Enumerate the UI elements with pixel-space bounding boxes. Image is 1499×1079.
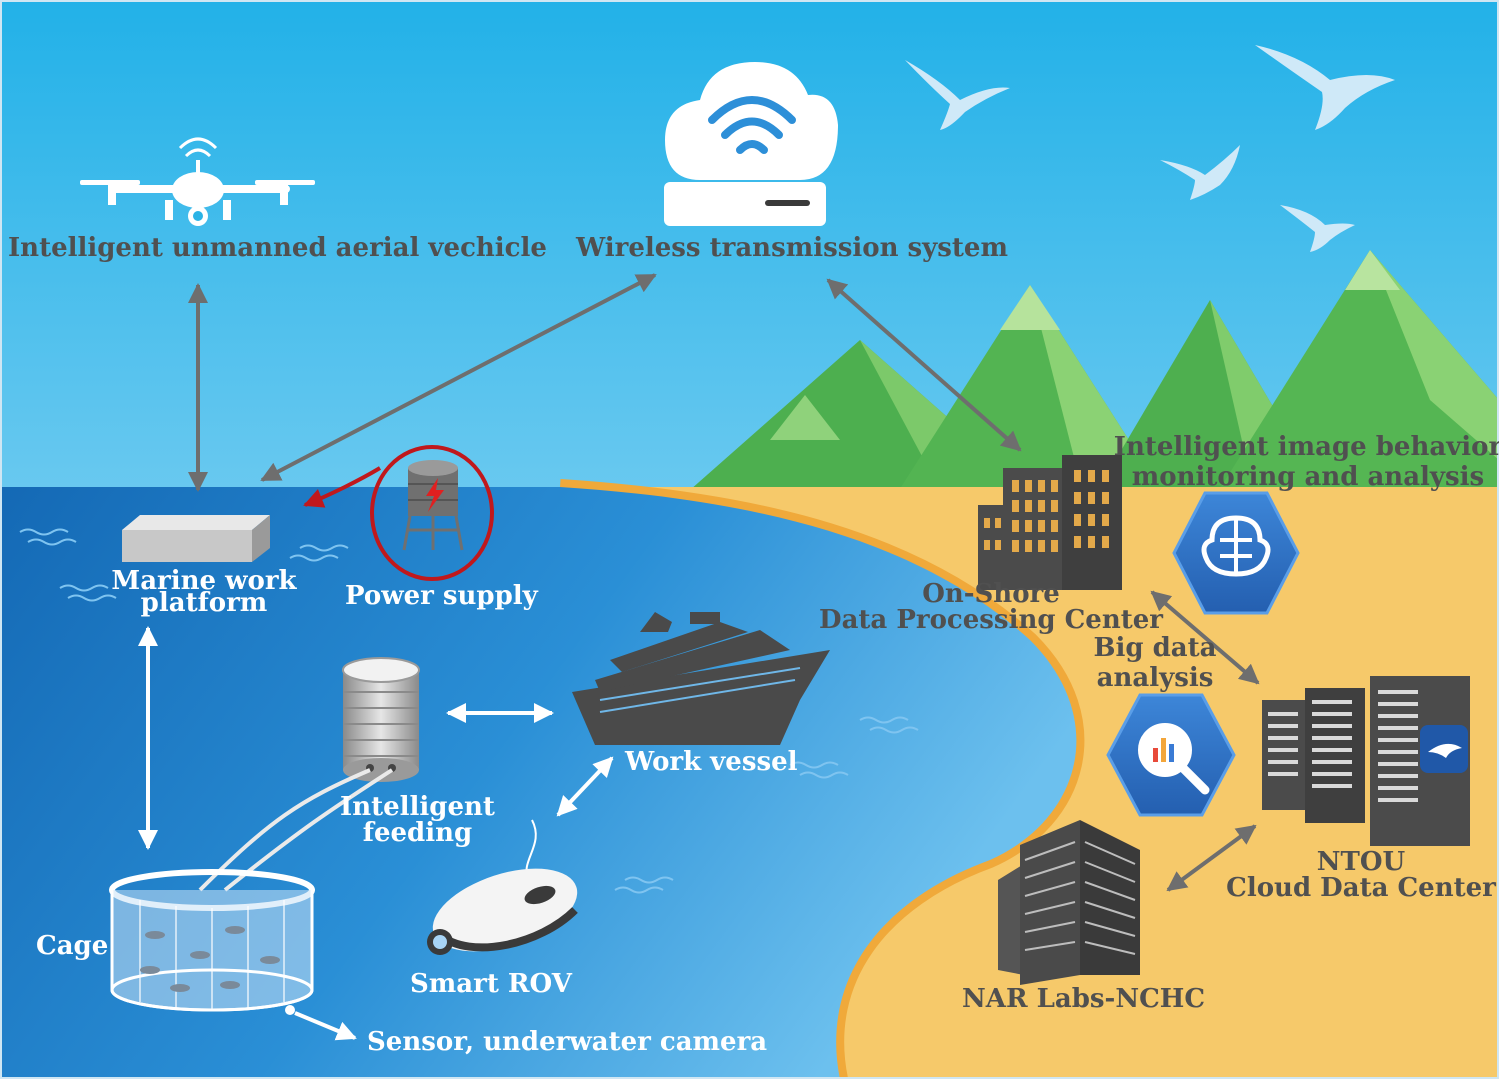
- beach: [560, 487, 1499, 1079]
- uav-label: Intelligent unmanned aerial vechicle: [8, 233, 547, 263]
- battery-tower-icon: [303, 445, 494, 581]
- connection-arrows: [188, 273, 1260, 892]
- brain-icon: [1172, 491, 1300, 615]
- sea-arrows: [138, 626, 614, 1041]
- feeding-line-1: Intelligent: [340, 792, 495, 822]
- cage-label: Cage: [36, 931, 109, 961]
- wifi-cloud-icon: [664, 62, 838, 226]
- onshore-center-label: On-Shore Data Processing Center: [819, 579, 1163, 634]
- nar-labs-label: NAR Labs-NCHC: [962, 984, 1206, 1014]
- image-analysis-line-2: monitoring and analysis: [1131, 462, 1485, 492]
- image-analysis-line-1: Intelligent image behavior: [1113, 432, 1499, 462]
- cage-icon: [109, 869, 315, 1015]
- sensor-camera-label: Sensor, underwater camera: [367, 1027, 768, 1057]
- office-building-icon: [978, 455, 1122, 590]
- smart-rov-label: Smart ROV: [410, 969, 572, 999]
- image-analysis-label: Intelligent image behavior monitoring an…: [1114, 433, 1499, 492]
- marine-platform-label: Marine work platform: [104, 567, 304, 617]
- big-data-line-1: Big data: [1093, 633, 1217, 663]
- marine-platform-line-1: Marine work: [111, 566, 297, 596]
- ntou-line-2: Cloud Data Center: [1226, 873, 1496, 903]
- onshore-line-2: Data Processing Center: [819, 605, 1163, 635]
- wave-ripples: [19, 528, 919, 894]
- magnifier-chart-icon: [1106, 693, 1236, 817]
- wireless-label: Wireless transmission system: [576, 233, 1008, 263]
- power-supply-label: Power supply: [345, 581, 538, 611]
- ntou-center-label: NTOU Cloud Data Center: [1226, 847, 1496, 903]
- onshore-line-1: On-Shore: [922, 579, 1060, 609]
- platform-icon: [122, 515, 270, 562]
- big-data-label: Big data analysis: [1088, 634, 1222, 692]
- big-data-line-2: analysis: [1096, 663, 1214, 693]
- bird-icon: [905, 45, 1395, 252]
- rov-icon: [427, 819, 578, 955]
- work-vessel-label: Work vessel: [625, 747, 798, 777]
- nar-labs-building-icon: [998, 820, 1140, 985]
- ship-icon: [572, 612, 830, 745]
- feed-tank-icon: [198, 657, 420, 892]
- marine-platform-line-2: platform: [140, 588, 268, 618]
- intelligent-feeding-label: Intelligent feeding: [330, 793, 505, 847]
- feeding-line-2: feeding: [362, 818, 473, 848]
- ntou-line-1: NTOU: [1316, 847, 1406, 877]
- drone-icon: [80, 137, 315, 226]
- server-rack-icon: [1262, 676, 1470, 846]
